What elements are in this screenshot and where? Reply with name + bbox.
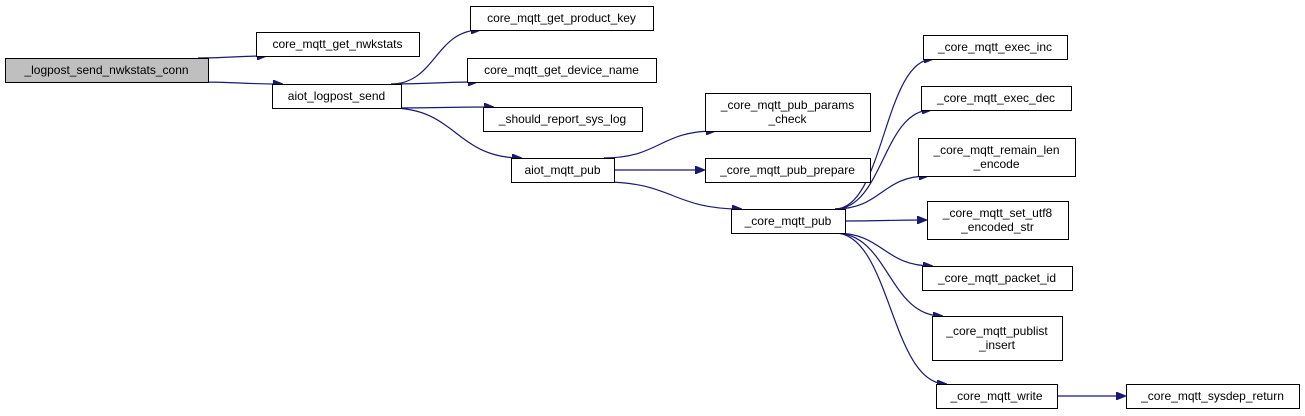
node-box: [705, 158, 871, 183]
node-label: _core_mqtt_exec_inc: [937, 40, 1052, 54]
node-box: [936, 384, 1058, 409]
node-core_mqtt_packet_id[interactable]: _core_mqtt_packet_id: [922, 266, 1073, 291]
node-box: [922, 266, 1073, 291]
edge-logpost_send_nwkstats_conn-to-core_mqtt_get_nwkstats: [197, 56, 266, 58]
node-core_mqtt_exec_dec[interactable]: _core_mqtt_exec_dec: [921, 86, 1072, 111]
edge-aiot_mqtt_pub-to-core_mqtt_pub: [603, 181, 741, 209]
node-box: [5, 58, 209, 83]
node-logpost_send_nwkstats_conn[interactable]: _logpost_send_nwkstats_conn: [5, 58, 209, 83]
node-box: [256, 32, 420, 57]
node-label: _core_mqtt_pub_prepare: [719, 163, 855, 177]
node-box: [272, 84, 402, 109]
node-label: aiot_mqtt_pub: [524, 163, 600, 177]
node-box: [1126, 384, 1300, 409]
edge-aiot_logpost_send-to-core_mqtt_get_product_key: [390, 30, 480, 85]
node-label: _core_mqtt_remain_len: [932, 143, 1059, 157]
node-box: [921, 86, 1072, 111]
edge-core_mqtt_pub-to-core_mqtt_exec_inc: [834, 59, 933, 210]
node-label: _core_mqtt_packet_id: [937, 271, 1056, 285]
node-box: [705, 93, 871, 132]
node-core_mqtt_exec_inc[interactable]: _core_mqtt_exec_inc: [923, 35, 1068, 60]
edge-logpost_send_nwkstats_conn-to-aiot_logpost_send: [197, 82, 282, 84]
node-core_mqtt_get_device_name[interactable]: core_mqtt_get_device_name: [467, 58, 657, 83]
edge-core_mqtt_pub-to-core_mqtt_set_utf8_encoded_str: [844, 220, 926, 221]
edge-aiot_logpost_send-to-should_report_sys_log: [390, 107, 493, 108]
node-label: _insert: [978, 338, 1016, 352]
edge-aiot_mqtt_pub-to-core_mqtt_pub_params_check: [603, 131, 715, 159]
edge-core_mqtt_pub-to-core_mqtt_remain_len_encode: [834, 176, 928, 210]
node-box: [483, 107, 643, 132]
node-core_mqtt_get_nwkstats[interactable]: core_mqtt_get_nwkstats: [256, 32, 420, 57]
edge-core_mqtt_pub-to-core_mqtt_write: [834, 232, 946, 384]
node-label: _core_mqtt_set_utf8: [942, 206, 1053, 220]
node-label: _core_mqtt_write: [949, 389, 1042, 403]
node-core_mqtt_pub[interactable]: _core_mqtt_pub: [731, 209, 846, 234]
node-label: _core_mqtt_exec_dec: [936, 91, 1055, 105]
node-label: _encode: [972, 157, 1019, 171]
node-label: _core_mqtt_publist: [945, 324, 1048, 338]
node-core_mqtt_publist_insert[interactable]: _core_mqtt_publist_insert: [932, 316, 1063, 361]
node-box: [932, 316, 1063, 361]
node-label: _should_report_sys_log: [498, 112, 626, 126]
node-core_mqtt_sysdep_return[interactable]: _core_mqtt_sysdep_return: [1126, 384, 1300, 409]
edge-core_mqtt_pub-to-core_mqtt_exec_dec: [834, 110, 931, 210]
node-box: [470, 6, 654, 31]
edge-aiot_logpost_send-to-aiot_mqtt_pub: [390, 107, 521, 158]
node-core_mqtt_write[interactable]: _core_mqtt_write: [936, 384, 1058, 409]
node-core_mqtt_pub_params_check[interactable]: _core_mqtt_pub_params_check: [705, 93, 871, 132]
node-aiot_mqtt_pub[interactable]: aiot_mqtt_pub: [511, 158, 615, 183]
node-label: _check: [767, 112, 807, 126]
node-label: core_mqtt_get_product_key: [487, 11, 636, 25]
node-label: _core_mqtt_pub: [744, 214, 832, 228]
node-core_mqtt_pub_prepare[interactable]: _core_mqtt_pub_prepare: [705, 158, 871, 183]
edge-core_mqtt_pub-to-core_mqtt_packet_id: [834, 232, 932, 266]
node-label: core_mqtt_get_nwkstats: [272, 37, 402, 51]
node-label: core_mqtt_get_device_name: [484, 63, 639, 77]
node-core_mqtt_get_product_key[interactable]: core_mqtt_get_product_key: [470, 6, 654, 31]
node-should_report_sys_log[interactable]: _should_report_sys_log: [483, 107, 643, 132]
node-core_mqtt_remain_len_encode[interactable]: _core_mqtt_remain_len_encode: [918, 138, 1076, 177]
edge-core_mqtt_pub-to-core_mqtt_publist_insert: [834, 232, 942, 316]
node-label: _encoded_str: [960, 220, 1034, 234]
node-aiot_logpost_send[interactable]: aiot_logpost_send: [272, 84, 402, 109]
node-label: _core_mqtt_pub_params: [720, 98, 854, 112]
node-box: [927, 201, 1069, 240]
node-core_mqtt_set_utf8_encoded_str[interactable]: _core_mqtt_set_utf8_encoded_str: [927, 201, 1069, 240]
edge-aiot_logpost_send-to-core_mqtt_get_device_name: [390, 82, 477, 84]
node-label: _logpost_send_nwkstats_conn: [23, 63, 188, 77]
node-box: [731, 209, 846, 234]
node-box: [918, 138, 1076, 177]
nodes: _logpost_send_nwkstats_conn core_mqtt_get…: [5, 6, 1300, 409]
node-box: [511, 158, 615, 183]
node-label: _core_mqtt_sysdep_return: [1140, 389, 1284, 403]
node-box: [467, 58, 657, 83]
edges: [197, 30, 1125, 396]
node-box: [923, 35, 1068, 60]
node-label: aiot_logpost_send: [288, 89, 385, 103]
